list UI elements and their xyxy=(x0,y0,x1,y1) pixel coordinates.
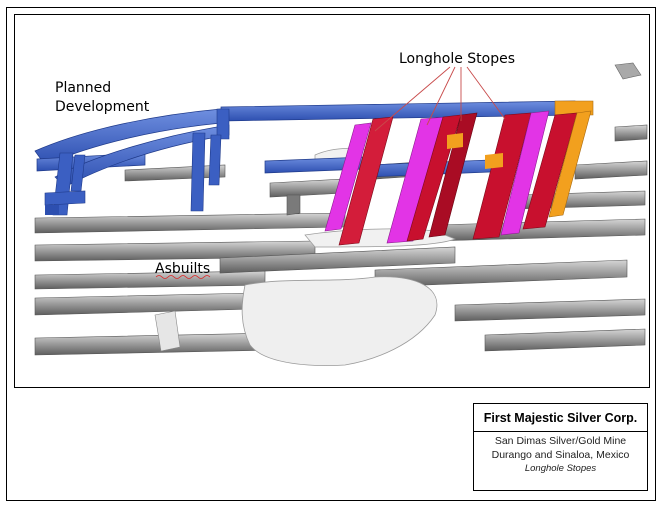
page-border xyxy=(6,7,656,501)
mine-model-svg: Planned Development Longhole Stopes Asbu… xyxy=(34,51,648,367)
company-name: First Majestic Silver Corp. xyxy=(474,404,647,432)
planned-development xyxy=(34,100,576,216)
asbuilt-drifts xyxy=(34,62,648,367)
title-block-details: San Dimas Silver/Gold Mine Durango and S… xyxy=(474,432,647,476)
figure-subject: Longhole Stopes xyxy=(524,463,597,474)
longhole-stopes xyxy=(324,100,594,246)
planned-development-label-line1: Planned xyxy=(55,80,111,96)
stopes-leader-lines xyxy=(374,66,506,132)
mine-name: San Dimas Silver/Gold Mine xyxy=(494,435,627,447)
asbuilts-label: Asbuilts xyxy=(155,261,210,277)
planned-development-label-line2: Development xyxy=(55,99,150,115)
spellcheck-underline xyxy=(155,275,211,279)
mine-location: Durango and Sinaloa, Mexico xyxy=(491,448,630,461)
longhole-stopes-label: Longhole Stopes xyxy=(399,51,515,67)
title-block: First Majestic Silver Corp. San Dimas Si… xyxy=(473,403,648,491)
mine-3d-figure: Planned Development Longhole Stopes Asbu… xyxy=(14,14,650,388)
